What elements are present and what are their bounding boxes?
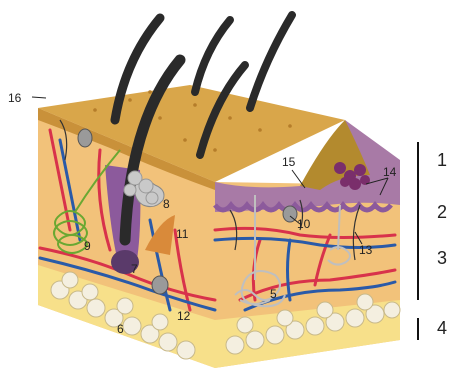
callout-label: 9	[84, 239, 91, 253]
skin-block	[38, 85, 400, 368]
callout-label: 16	[8, 91, 22, 105]
callout-label: 13	[359, 243, 373, 257]
layer-label: 4	[437, 318, 447, 338]
callout-label: 11	[176, 227, 189, 241]
callout-label: 8	[163, 197, 170, 211]
callout-label: 10	[297, 217, 311, 231]
callout-label: 15	[282, 155, 296, 169]
layer-label: 2	[437, 202, 447, 222]
callout-label: 7	[131, 262, 138, 276]
layer-labels: 1 2 3 4	[437, 150, 447, 338]
hair-shaft-5	[250, 15, 292, 108]
callout-label: 6	[117, 322, 124, 336]
callout-label: 5	[270, 287, 277, 301]
hair-shaft-3	[195, 20, 230, 92]
callout-label: 14	[383, 165, 397, 179]
callout-label: 12	[177, 309, 191, 323]
layer-label: 1	[437, 150, 447, 170]
layer-label: 3	[437, 248, 447, 268]
